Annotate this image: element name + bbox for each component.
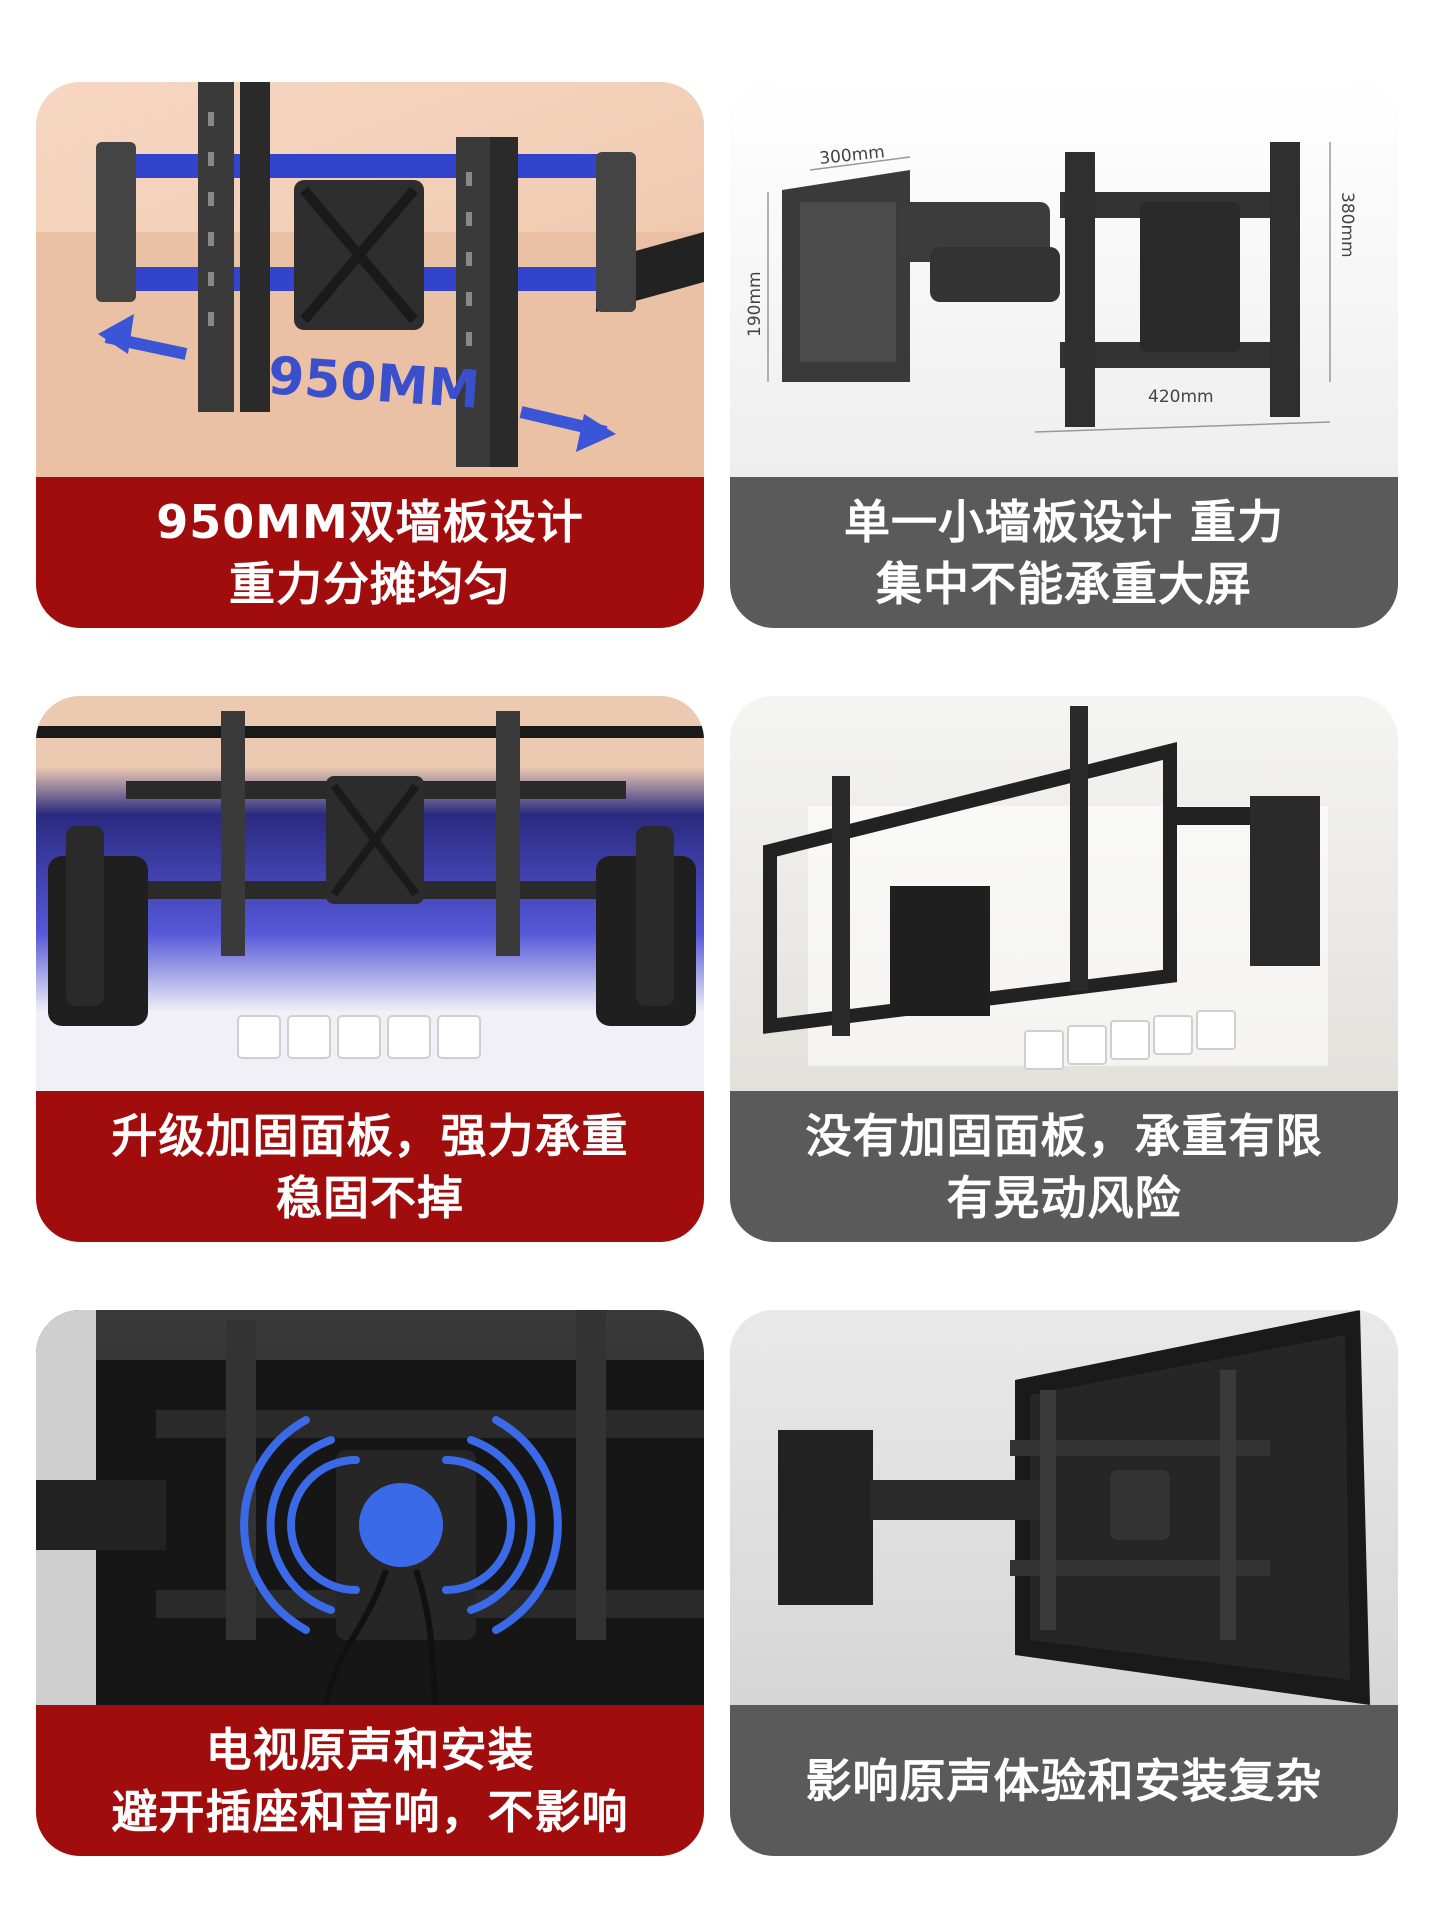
caption-line: 有晃动风险 bbox=[946, 1170, 1182, 1225]
comparison-card-dual-wall-plate: 950MM 950MM双墙板设计 重力分摊均匀 bbox=[36, 82, 704, 628]
audio-clearance-illustration bbox=[36, 1310, 704, 1705]
mount-graphic: 300mm 190mm 380mm 420mm bbox=[745, 142, 1357, 433]
dimension-bottom: 420mm bbox=[1148, 387, 1214, 407]
dimension-top: 300mm bbox=[818, 142, 885, 169]
caption-line: 避开插座和音响，不影响 bbox=[111, 1784, 629, 1839]
no-panel-mount-illustration bbox=[730, 696, 1398, 1091]
dimension-right: 380mm bbox=[1337, 192, 1357, 258]
mount-graphic: 950MM bbox=[36, 82, 704, 477]
comparison-card-complex-install: 影响原声体验和安装复杂 bbox=[730, 1310, 1398, 1856]
mount-graphic bbox=[36, 1310, 704, 1705]
caption-line: 重力分摊均匀 bbox=[229, 556, 511, 611]
single-plate-mount-illustration: 300mm 190mm 380mm 420mm bbox=[730, 82, 1398, 477]
caption-line: 影响原声体验和安装复杂 bbox=[805, 1753, 1323, 1808]
mount-graphic bbox=[778, 1310, 1370, 1705]
comparison-card-reinforced-panel: 升级加固面板，强力承重 稳固不掉 bbox=[36, 696, 704, 1242]
card-caption: 没有加固面板，承重有限 有晃动风险 bbox=[730, 1091, 1398, 1242]
caption-line: 稳固不掉 bbox=[276, 1170, 464, 1225]
mount-graphic bbox=[763, 706, 1328, 1070]
comparison-card-single-plate: 300mm 190mm 380mm 420mm 单一小墙板设计 重力 集中不能承… bbox=[730, 82, 1398, 628]
card-caption: 单一小墙板设计 重力 集中不能承重大屏 bbox=[730, 477, 1398, 628]
caption-line: 升级加固面板，强力承重 bbox=[111, 1108, 629, 1163]
comparison-card-no-reinforced-panel: 没有加固面板，承重有限 有晃动风险 bbox=[730, 696, 1398, 1242]
dimension-left: 190mm bbox=[745, 271, 765, 337]
caption-line: 集中不能承重大屏 bbox=[876, 556, 1252, 611]
reinforced-panel-mount-illustration bbox=[36, 696, 704, 1091]
caption-line: 950MM双墙板设计 bbox=[156, 494, 584, 549]
caption-line: 单一小墙板设计 重力 bbox=[843, 494, 1284, 549]
complex-install-illustration bbox=[730, 1310, 1398, 1705]
mount-graphic bbox=[36, 711, 704, 1059]
card-caption: 影响原声体验和安装复杂 bbox=[730, 1705, 1398, 1856]
card-caption: 升级加固面板，强力承重 稳固不掉 bbox=[36, 1091, 704, 1242]
caption-line: 没有加固面板，承重有限 bbox=[805, 1108, 1323, 1163]
card-caption: 电视原声和安装 避开插座和音响，不影响 bbox=[36, 1705, 704, 1856]
dual-wall-plate-mount-illustration: 950MM bbox=[36, 82, 704, 477]
width-label: 950MM bbox=[266, 346, 482, 421]
comparison-card-audio-clearance: 电视原声和安装 避开插座和音响，不影响 bbox=[36, 1310, 704, 1856]
card-caption: 950MM双墙板设计 重力分摊均匀 bbox=[36, 477, 704, 628]
caption-line: 电视原声和安装 bbox=[205, 1722, 535, 1777]
